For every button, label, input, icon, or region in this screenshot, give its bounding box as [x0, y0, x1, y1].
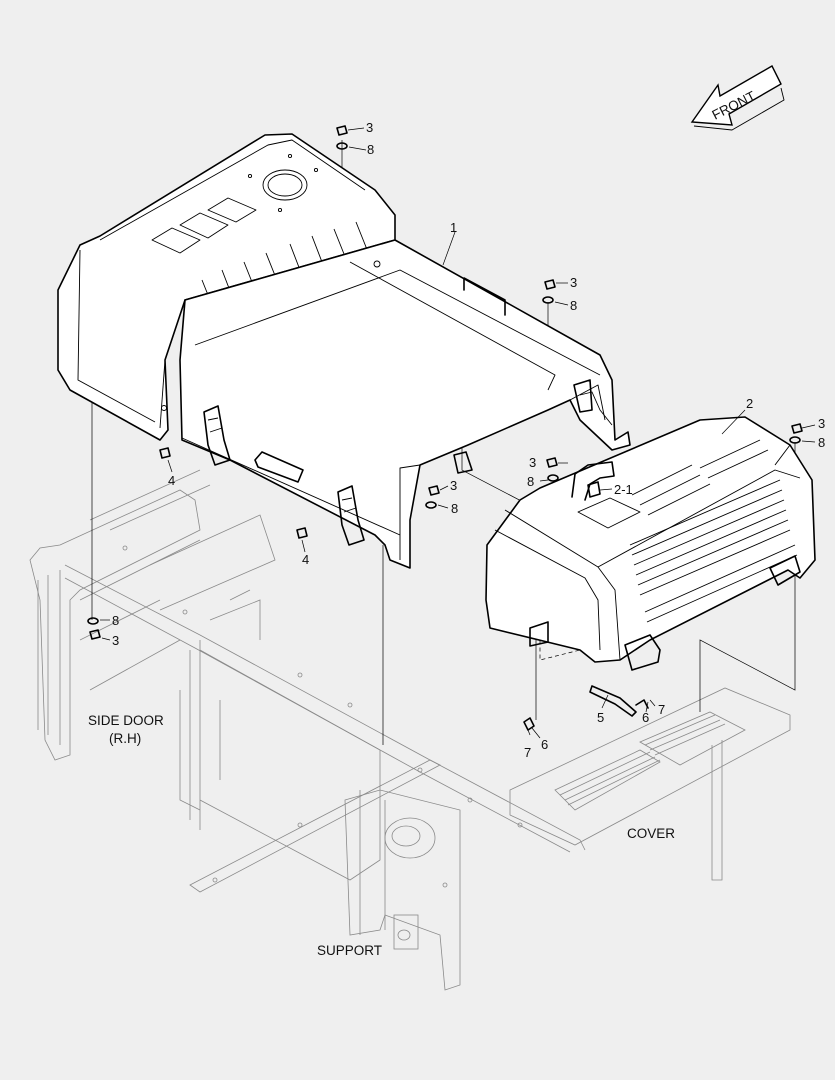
hardware [87, 125, 803, 731]
callout-8: 8 [570, 298, 577, 313]
callout-8: 8 [367, 142, 374, 157]
callout-7: 7 [524, 745, 531, 760]
side-door-label: SIDE DOOR [88, 713, 164, 728]
cover-label: COVER [627, 826, 675, 841]
callout-3: 3 [366, 120, 373, 135]
frame-structure [29, 469, 791, 991]
callout-3: 3 [112, 633, 119, 648]
callout-3: 3 [529, 455, 536, 470]
callout-8: 8 [451, 501, 458, 516]
callout-2-1: 2-1 [614, 482, 633, 497]
callout-labels: 3 8 1 3 8 2 3 8 3 8 2-1 3 8 4 4 8 3 5 6 … [112, 120, 825, 760]
callout-3: 3 [570, 275, 577, 290]
callout-4: 4 [168, 473, 175, 488]
callout-6: 6 [642, 710, 649, 725]
callout-3: 3 [450, 478, 457, 493]
support-label: SUPPORT [317, 943, 382, 958]
callout-7: 7 [658, 702, 665, 717]
callout-8: 8 [818, 435, 825, 450]
callout-leaders [100, 127, 816, 739]
callout-6: 6 [541, 737, 548, 752]
callout-3: 3 [818, 416, 825, 431]
callout-2: 2 [746, 396, 753, 411]
side-door-side-label: (R.H) [109, 731, 141, 746]
front-direction-arrow: FRONT [690, 65, 785, 131]
radiator-cover [485, 416, 816, 671]
part-notes: SIDE DOOR (R.H) COVER SUPPORT [88, 713, 675, 958]
callout-8: 8 [527, 474, 534, 489]
callout-8: 8 [112, 613, 119, 628]
callout-5: 5 [597, 710, 604, 725]
callout-1: 1 [450, 220, 457, 235]
engine-hood [57, 133, 631, 569]
callout-4: 4 [302, 552, 309, 567]
